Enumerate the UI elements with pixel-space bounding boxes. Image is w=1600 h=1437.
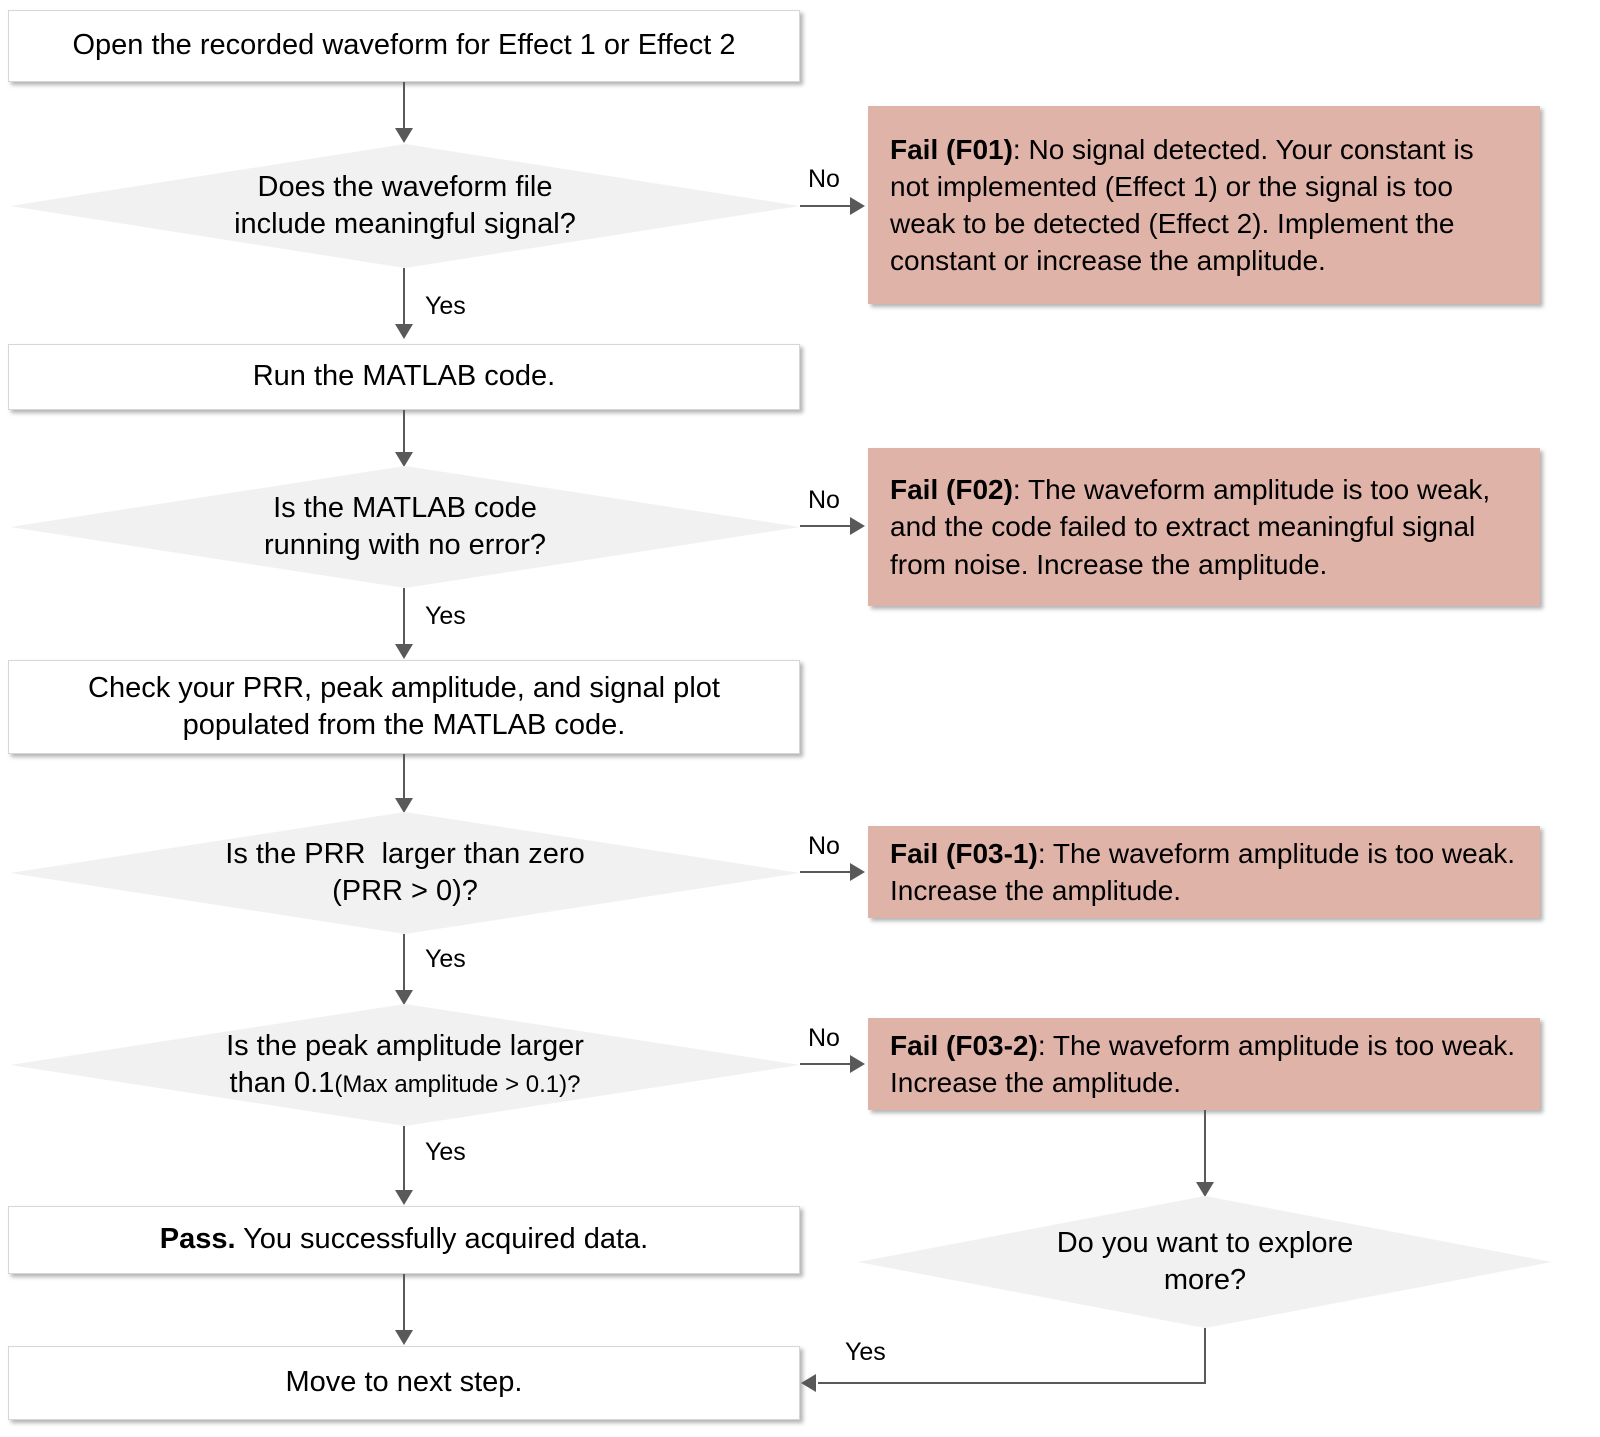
arrowhead-d1-to-p2	[395, 324, 413, 339]
decision-4-line-1: Is the peak amplitude larger	[226, 1029, 584, 1062]
node-fail-f02-text: Fail (F02): The waveform amplitude is to…	[890, 471, 1520, 583]
connector-d2-to-p3	[403, 588, 405, 646]
node-fail-f01-text: Fail (F01): No signal detected. Your con…	[890, 131, 1520, 280]
decision-3-line-1: Is the PRR larger than zero	[225, 837, 585, 870]
arrowhead-pass-to-end	[395, 1330, 413, 1345]
arrowhead-d5-to-end	[801, 1374, 816, 1392]
node-check-prr[interactable]: Check your PRR, peak amplitude, and sign…	[8, 660, 800, 754]
node-decision-waveform-signal-text: Does the waveform file include meaningfu…	[124, 169, 687, 243]
node-fail-f03-2[interactable]: Fail (F03-2): The waveform amplitude is …	[868, 1018, 1540, 1110]
node-decision-explore-more[interactable]: Do you want to explore more?	[858, 1196, 1552, 1328]
edge-label-yes-4: Yes	[425, 1138, 466, 1166]
node-fail-f03-2-body: : The waveform amplitude is too weak. In…	[890, 1029, 1516, 1098]
node-run-matlab[interactable]: Run the MATLAB code.	[8, 344, 800, 410]
node-check-prr-line-2: populated from the MATLAB code.	[182, 709, 626, 741]
decision-5-line-2: more?	[1163, 1264, 1247, 1296]
connector-p2-to-d2	[403, 410, 405, 454]
node-run-matlab-label: Run the MATLAB code.	[252, 360, 556, 393]
node-open-waveform-label: Open the recorded waveform for Effect 1 …	[72, 29, 736, 62]
arrowhead-d4-to-pass	[395, 1190, 413, 1205]
connector-d4-to-pass	[403, 1126, 405, 1192]
decision-2-line-1: Is the MATLAB code	[273, 491, 537, 524]
node-decision-prr-gt-zero[interactable]: Is the PRR larger than zero (PRR > 0)?	[10, 812, 800, 934]
node-pass-label: Pass.	[159, 1223, 236, 1256]
edge-label-yes-2: Yes	[425, 602, 466, 630]
node-fail-f03-1-body: : The waveform amplitude is too weak. In…	[890, 837, 1516, 906]
node-pass-body: You successfully acquired data.	[235, 1223, 649, 1256]
node-fail-f03-1[interactable]: Fail (F03-1): The waveform amplitude is …	[868, 826, 1540, 918]
decision-5-line-1: Do you want to explore	[1056, 1226, 1354, 1259]
edge-label-yes-3: Yes	[425, 945, 466, 973]
diamond-shape-2	[10, 466, 800, 588]
node-decision-prr-gt-zero-text: Is the PRR larger than zero (PRR > 0)?	[115, 836, 696, 910]
decision-4-line-2-main: than 0.1	[229, 1067, 335, 1099]
node-decision-matlab-error-text: Is the MATLAB code running with no error…	[153, 490, 656, 564]
connector-pass-to-end	[403, 1274, 405, 1332]
node-decision-peak-amplitude-text: Is the peak amplitude larger than 0.1(Ma…	[115, 1028, 694, 1102]
decision-4-line-2: than 0.1(Max amplitude > 0.1)?	[226, 1065, 584, 1102]
node-fail-f03-2-text: Fail (F03-2): The waveform amplitude is …	[890, 1027, 1520, 1101]
arrowhead-d4-to-f032	[850, 1055, 865, 1073]
edge-label-no-1: No	[808, 165, 840, 193]
node-decision-waveform-signal[interactable]: Does the waveform file include meaningfu…	[10, 144, 800, 268]
node-pass[interactable]: Pass. You successfully acquired data.	[8, 1206, 800, 1274]
node-fail-f02-body: : The waveform amplitude is too weak, an…	[890, 474, 1491, 580]
connector-d5-down	[1204, 1328, 1206, 1384]
arrowhead-d2-to-f02	[850, 517, 865, 535]
diamond-shape-4	[10, 1004, 800, 1126]
node-open-waveform[interactable]: Open the recorded waveform for Effect 1 …	[8, 10, 800, 82]
diamond-shape-1	[10, 144, 800, 268]
connector-d3-to-f031	[800, 871, 852, 873]
node-fail-f03-2-label: Fail (F03-2)	[890, 1029, 1038, 1061]
node-decision-matlab-error[interactable]: Is the MATLAB code running with no error…	[10, 466, 800, 588]
connector-d2-to-f02	[800, 525, 852, 527]
node-check-prr-line-1: Check your PRR, peak amplitude, and sign…	[88, 671, 720, 704]
arrowhead-d2-to-p3	[395, 644, 413, 659]
node-decision-explore-more-text: Do you want to explore more?	[960, 1225, 1451, 1299]
decision-3-line-2: (PRR > 0)?	[332, 875, 478, 907]
connector-d1-to-f01	[800, 205, 852, 207]
connector-f032-to-d5	[1204, 1110, 1206, 1184]
connector-p3-to-d3	[403, 754, 405, 800]
edge-label-yes-5: Yes	[845, 1338, 886, 1366]
edge-label-no-4: No	[808, 1024, 840, 1052]
diamond-shape-5	[858, 1196, 1552, 1328]
decision-1-line-2: include meaningful signal?	[234, 208, 576, 240]
node-move-next-step[interactable]: Move to next step.	[8, 1346, 800, 1420]
node-fail-f01-label: Fail (F01)	[890, 133, 1013, 165]
connector-d1-to-p2	[403, 268, 405, 326]
arrowhead-p3-to-d3	[395, 798, 413, 813]
connector-start-to-d1	[403, 82, 405, 130]
node-pass-text: Pass. You successfully acquired data.	[160, 1221, 649, 1258]
edge-label-yes-1: Yes	[425, 292, 466, 320]
node-move-next-step-label: Move to next step.	[285, 1366, 523, 1399]
node-fail-f02-label: Fail (F02)	[890, 474, 1013, 506]
arrowhead-d3-to-d4	[395, 990, 413, 1005]
edge-label-no-2: No	[808, 486, 840, 514]
decision-1-line-1: Does the waveform file	[257, 170, 553, 203]
node-decision-peak-amplitude[interactable]: Is the peak amplitude larger than 0.1(Ma…	[10, 1004, 800, 1126]
arrowhead-p2-to-d2	[395, 452, 413, 467]
node-fail-f03-1-label: Fail (F03-1)	[890, 837, 1038, 869]
node-fail-f02[interactable]: Fail (F02): The waveform amplitude is to…	[868, 448, 1540, 606]
connector-d4-to-f032	[800, 1063, 852, 1065]
connector-d3-to-d4	[403, 934, 405, 992]
decision-2-line-2: running with no error?	[263, 529, 547, 561]
diamond-shape-3	[10, 812, 800, 934]
edge-label-no-3: No	[808, 832, 840, 860]
node-fail-f01[interactable]: Fail (F01): No signal detected. Your con…	[868, 106, 1540, 304]
arrowhead-d3-to-f031	[850, 863, 865, 881]
arrowhead-start-to-d1	[395, 128, 413, 143]
arrowhead-f032-to-d5	[1196, 1182, 1214, 1197]
node-fail-f01-body: : No signal detected. Your constant is n…	[890, 133, 1474, 277]
node-fail-f03-1-text: Fail (F03-1): The waveform amplitude is …	[890, 835, 1520, 909]
connector-d5-left-to-end	[818, 1382, 1206, 1384]
arrowhead-d1-to-f01	[850, 197, 865, 215]
decision-4-line-2-note: (Max amplitude > 0.1)?	[334, 1071, 581, 1098]
